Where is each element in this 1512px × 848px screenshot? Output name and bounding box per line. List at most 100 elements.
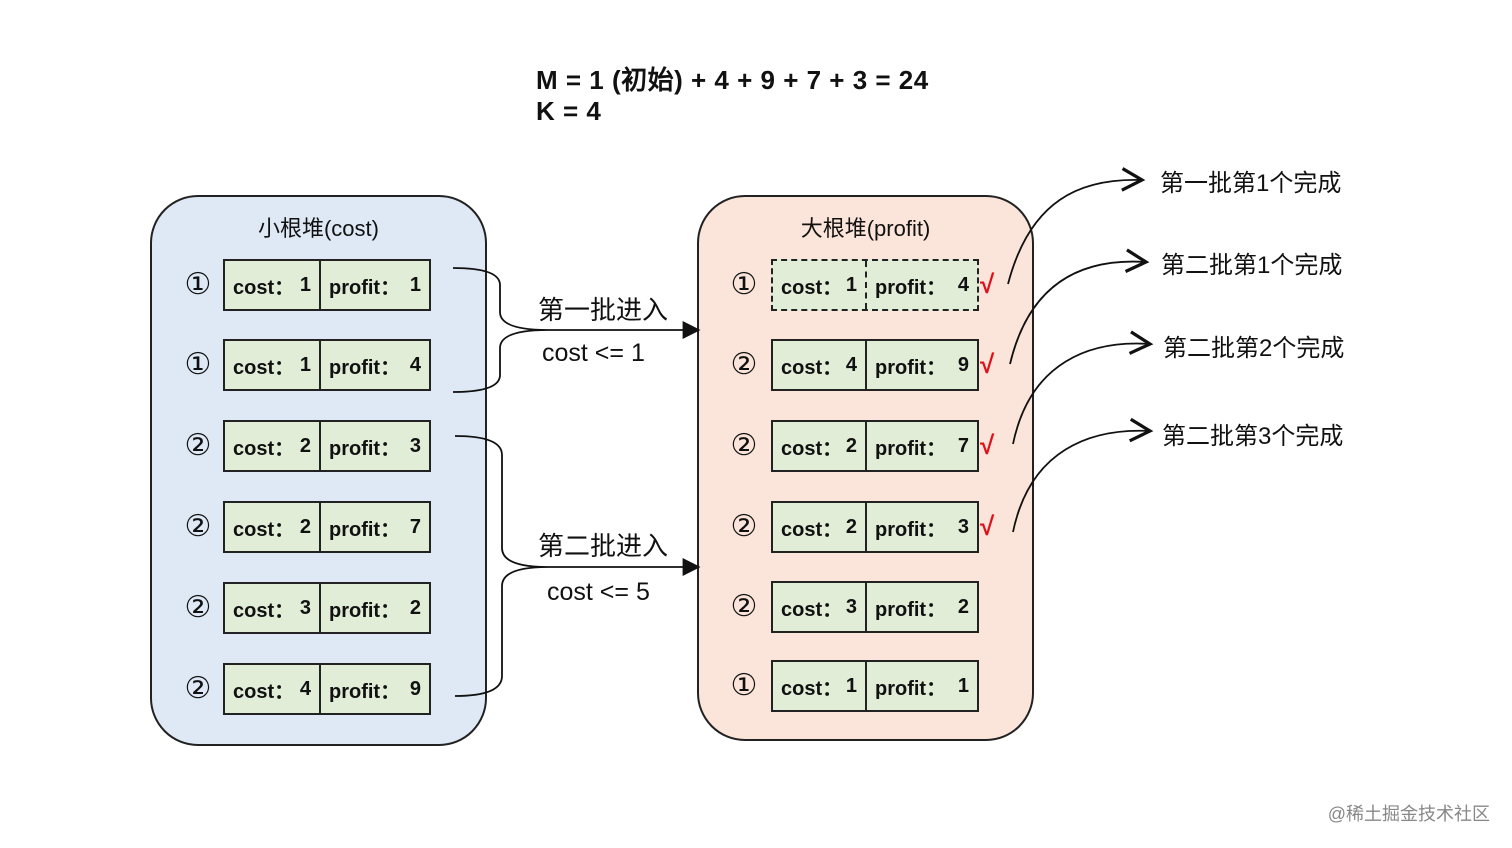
profit-value: 1 (409, 273, 421, 296)
profit-cell: profit：4 (865, 261, 977, 309)
watermark: @稀土掘金技术社区 (1327, 804, 1490, 824)
k-value: K = 4 (536, 96, 602, 126)
profit-label: profit： (875, 518, 947, 541)
left-batch-badge: ② (184, 672, 212, 705)
cost-label: cost： (781, 598, 843, 621)
cost-cell: cost：2 (225, 422, 319, 470)
profit-value: 2 (409, 596, 421, 619)
left-batch-badge: ② (184, 429, 212, 462)
right-heap-node: cost：3 profit： 2 (771, 581, 979, 633)
cost-cell: cost：3 (773, 583, 865, 631)
profit-cell: profit：7 (865, 422, 977, 470)
left-batch-badge: ① (184, 348, 212, 381)
cost-label: cost： (781, 677, 843, 700)
cost-cell: cost：1 (225, 341, 319, 389)
profit-label: profit： (329, 356, 401, 379)
right-batch-badge: ② (730, 429, 758, 462)
profit-value: 2 (957, 595, 969, 618)
profit-cell: profit： 4 (319, 341, 429, 389)
left-batch-badge: ② (184, 510, 212, 543)
profit-label: profit： (329, 518, 401, 541)
profit-value: 3 (409, 434, 421, 457)
right-batch-badge: ② (730, 510, 758, 543)
profit-cell: profit： 9 (865, 341, 977, 389)
cost-label: cost： (781, 518, 843, 541)
cost-cell: cost：1 (773, 261, 865, 309)
profit-cell: profit： 7 (319, 503, 429, 551)
profit-label: profit： (875, 356, 947, 379)
left-batch-badge: ② (184, 591, 212, 624)
completion-label-1: 第一批第1个完成 (1160, 170, 1342, 197)
cost-label: cost： (781, 437, 843, 460)
cost-cell: cost：3 (225, 584, 319, 632)
profit-value: 7 (409, 515, 421, 538)
profit-label: profit： (875, 598, 947, 621)
profit-value: 3 (957, 515, 969, 538)
profit-label: profit： (875, 677, 947, 700)
left-heap-node: cost：1 profit： 1 (223, 259, 431, 311)
profit-cell: profit： 1 (319, 261, 429, 309)
batch1-bracket (452, 267, 549, 393)
cost-label: cost： (781, 356, 843, 379)
profit-value: 9 (409, 677, 421, 700)
cost-cell: cost：4 (225, 665, 319, 713)
completion-arrow-1 (1007, 167, 1146, 285)
profit-value: 9 (957, 353, 969, 376)
batch2-label: 第二批进入 (538, 531, 669, 561)
completion-arrow-2 (1009, 248, 1150, 365)
left-batch-badge: ① (184, 268, 212, 301)
cost-cell: cost：4 (773, 341, 865, 389)
cost-value: 2 (845, 515, 857, 538)
cost-label: cost： (233, 356, 295, 379)
left-heap-node: cost：4 profit： 9 (223, 663, 431, 715)
batch1-label: 第一批进入 (538, 295, 669, 325)
profit-label: profit： (329, 680, 401, 703)
cost-value: 1 (845, 674, 857, 697)
cost-cell: cost：2 (773, 422, 865, 470)
left-heap-node: cost：2 profit： 3 (223, 420, 431, 472)
profit-cell: profit： 9 (319, 665, 429, 713)
cost-cell: cost：2 (225, 503, 319, 551)
profit-value: 1 (957, 674, 969, 697)
cost-value: 3 (845, 595, 857, 618)
batch2-bracket (454, 435, 549, 697)
left-heap-node: cost：1 profit： 4 (223, 339, 431, 391)
profit-label: profit： (875, 276, 947, 299)
cost-value: 1 (299, 353, 311, 376)
cost-value: 2 (299, 434, 311, 457)
completion-label-4: 第二批第3个完成 (1162, 423, 1344, 450)
cost-value: 2 (299, 515, 311, 538)
batch1-condition: cost <= 1 (542, 339, 645, 367)
profit-value: 4 (409, 353, 421, 376)
cost-value: 1 (299, 273, 311, 296)
right-batch-badge: ① (730, 669, 758, 702)
cost-value: 1 (845, 273, 857, 296)
cost-value: 4 (845, 353, 857, 376)
cost-cell: cost：1 (773, 662, 865, 710)
completion-arrow-3 (1012, 330, 1154, 445)
cost-cell: cost：1 (225, 261, 319, 309)
completion-label-3: 第二批第2个完成 (1163, 335, 1345, 362)
cost-label: cost： (233, 599, 295, 622)
profit-cell: profit：2 (319, 584, 429, 632)
left-heap-node: cost：2 profit： 7 (223, 501, 431, 553)
check-mark-icon: √ (980, 511, 995, 541)
check-mark-icon: √ (980, 349, 995, 379)
profit-label: profit： (329, 276, 401, 299)
cost-value: 3 (299, 596, 311, 619)
completion-label-2: 第二批第1个完成 (1161, 252, 1343, 279)
cost-label: cost： (233, 680, 295, 703)
cost-value: 4 (299, 677, 311, 700)
batch2-condition: cost <= 5 (547, 578, 650, 606)
right-batch-badge: ② (730, 348, 758, 381)
right-heap-node: cost：4 profit： 9 (771, 339, 979, 391)
profit-cell: profit： 2 (865, 583, 977, 631)
completion-arrow-4 (1012, 417, 1154, 533)
profit-label: profit： (329, 437, 401, 460)
check-mark-icon: √ (980, 430, 995, 460)
profit-cell: profit： 1 (865, 662, 977, 710)
